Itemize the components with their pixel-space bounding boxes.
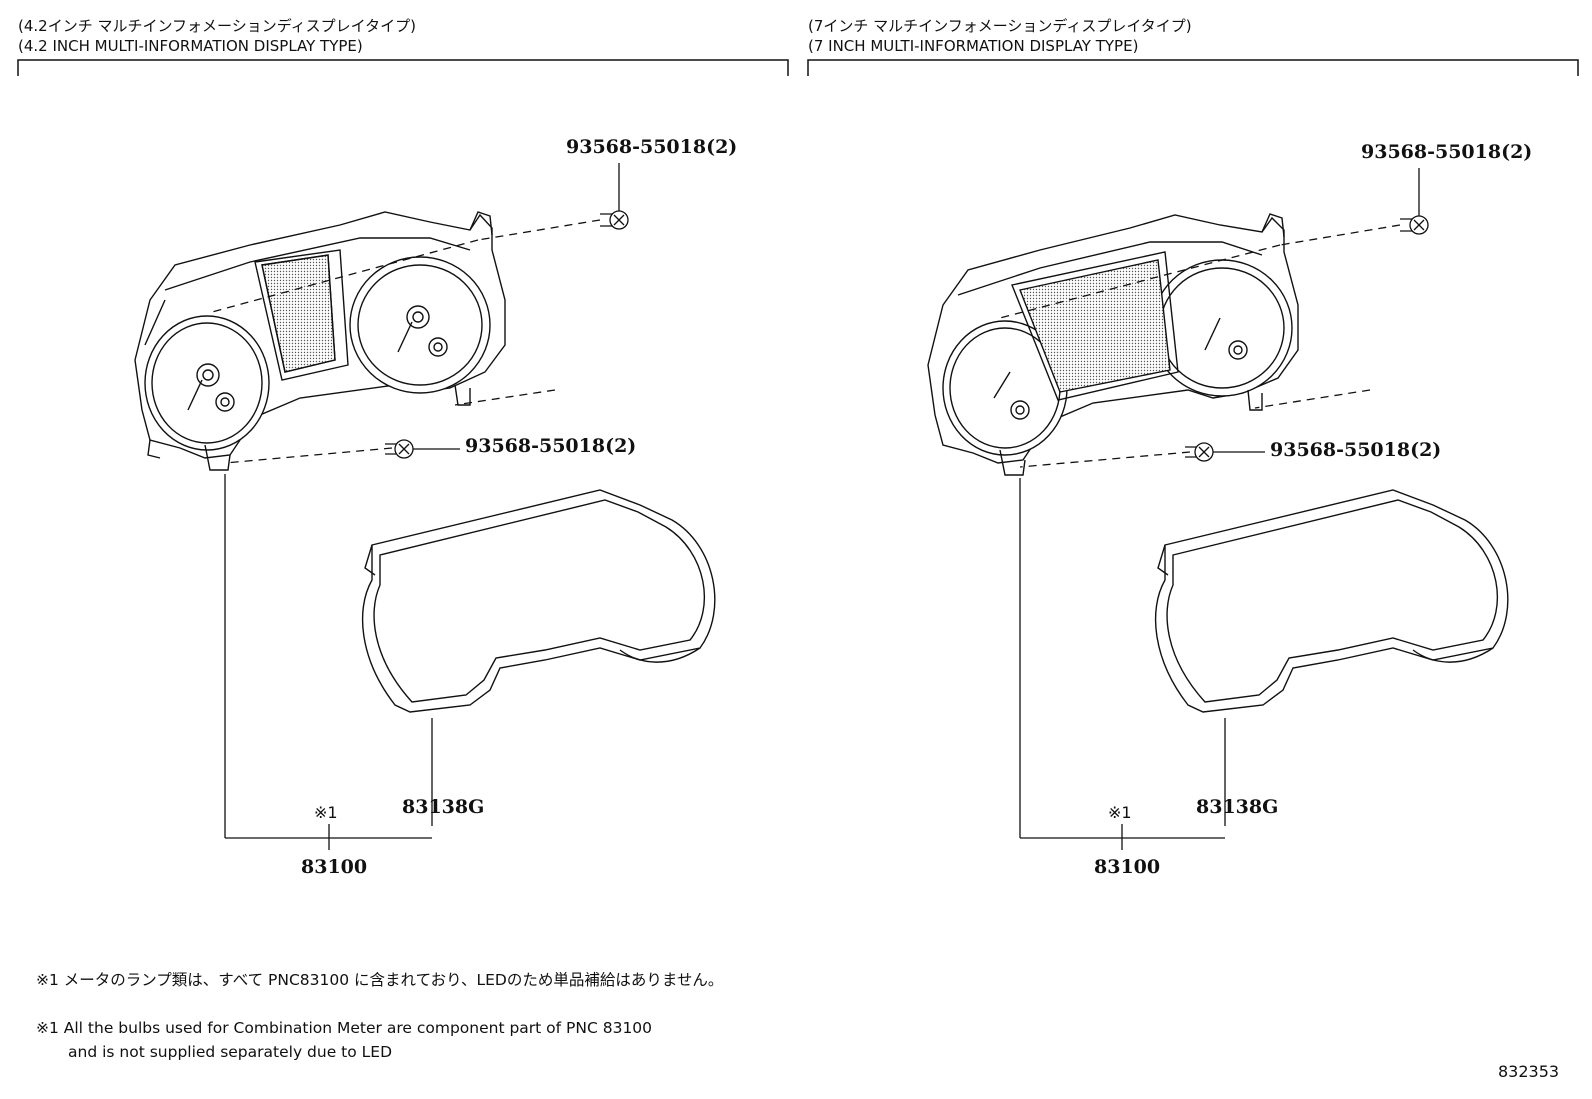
callout-cover-right[interactable]: 83138G (1196, 796, 1279, 818)
fastener-lines-left (211, 219, 601, 464)
leader-lines-right (1019, 168, 1420, 850)
callout-note-mark-left: ※1 (314, 803, 338, 822)
meter-cover-right (1154, 489, 1509, 713)
callout-screw-bottom-left[interactable]: 93568-55018(2) (465, 435, 637, 457)
combination-meter-right (927, 213, 1299, 476)
callout-screw-top-right[interactable]: 93568-55018(2) (1361, 141, 1533, 163)
callout-cover-left[interactable]: 83138G (402, 796, 485, 818)
meter-cover-left (361, 489, 716, 713)
header-jp-left: (4.2インチ マルチインフォメーションディスプレイタイプ) (18, 17, 416, 35)
header-en-right: (7 INCH MULTI-INFORMATION DISPLAY TYPE) (808, 37, 1139, 55)
section-left (17, 59, 789, 850)
illustration-number: 832353 (1498, 1062, 1560, 1081)
header-en-left: (4.2 INCH MULTI-INFORMATION DISPLAY TYPE… (18, 37, 363, 55)
callout-note-mark-right: ※1 (1108, 803, 1132, 822)
fastener-lines-right (999, 224, 1401, 468)
note-en-line2: and is not supplied separately due to LE… (68, 1043, 393, 1061)
combination-meter-left (134, 211, 506, 471)
screw-bottom-left (385, 439, 414, 459)
callout-meter-right[interactable]: 83100 (1094, 856, 1161, 878)
note-en-line1: ※1 All the bulbs used for Combination Me… (36, 1019, 653, 1037)
callout-screw-top-left[interactable]: 93568-55018(2) (566, 136, 738, 158)
header-bracket-left (17, 59, 789, 76)
callout-screw-bottom-right[interactable]: 93568-55018(2) (1270, 439, 1442, 461)
header-bracket-right (807, 59, 1579, 76)
screw-top-right (1400, 215, 1429, 235)
section-right (807, 59, 1579, 850)
leader-lines-left (224, 163, 620, 850)
note-jp: ※1 メータのランプ類は、すべて PNC83100 に含まれており、LEDのため… (36, 971, 724, 989)
header-jp-right: (7インチ マルチインフォメーションディスプレイタイプ) (808, 17, 1192, 35)
screw-top-left (600, 210, 629, 230)
callout-meter-left[interactable]: 83100 (301, 856, 368, 878)
